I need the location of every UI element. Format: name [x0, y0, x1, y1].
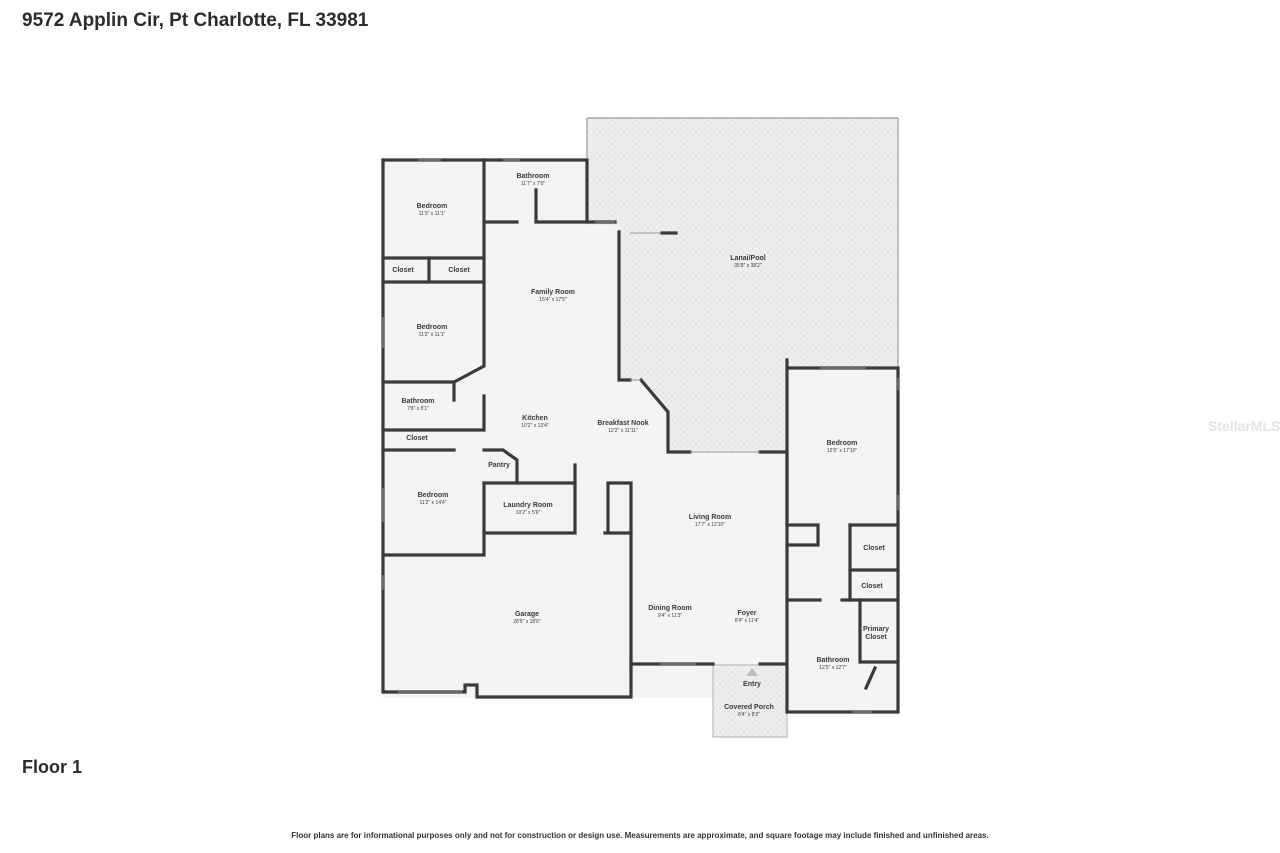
room-name: Closet: [448, 267, 470, 274]
room-name: Covered Porch: [724, 704, 774, 711]
room-name: Closet: [863, 545, 885, 552]
covered-porch-area: [712, 664, 788, 738]
room-name: Entry: [743, 681, 761, 688]
room-name: Bedroom: [417, 203, 448, 210]
lanai-screen: [586, 117, 899, 368]
room-name: Bedroom: [827, 440, 858, 447]
room-name: Closet: [406, 435, 428, 442]
room-dims: 12'5" x 12'7": [819, 665, 847, 671]
room-name: Bedroom: [417, 324, 448, 331]
room-dims: 8'4" x 11'4": [735, 618, 759, 624]
room-name: Family Room: [531, 289, 575, 296]
room-name: Closet: [865, 634, 887, 641]
room-dims: 35'8" x 38'2": [734, 263, 762, 269]
room-name: Bathroom: [816, 657, 849, 664]
interior-walls: [381, 158, 900, 691]
room-dims: 17'7" x 12'10": [695, 522, 725, 528]
room-name: Bathroom: [401, 398, 434, 405]
room-name: Closet: [861, 583, 883, 590]
room-dims: 11'2" x 14'4": [419, 500, 446, 506]
lanai-area: [587, 118, 898, 452]
property-address: 9572 Applin Cir, Pt Charlotte, FL 33981: [22, 10, 369, 31]
room-dims: 12'2" x 11'11": [608, 428, 638, 434]
room-dims: 28'5" x 18'6": [513, 619, 541, 625]
room-dims: 9'4" x 11'3": [658, 613, 682, 619]
floor-label: Floor 1: [22, 757, 83, 777]
window-marks: [382, 159, 899, 713]
room-dims: 8'4" x 8'2": [738, 712, 760, 718]
room-name: Breakfast Nook: [597, 420, 648, 427]
room-name: Primary: [863, 626, 889, 633]
room-dims: 11'7" x 7'0": [521, 181, 545, 187]
room-dims: 11'3" x 11'1": [419, 211, 446, 217]
room-name: Living Room: [689, 514, 731, 521]
room-name: Bedroom: [418, 492, 449, 499]
room-name: Pantry: [488, 462, 510, 469]
room-dims: 10'2" x 5'6": [516, 510, 541, 516]
disclaimer: Floor plans are for informational purpos…: [291, 831, 989, 840]
room-name: Dining Room: [648, 605, 692, 612]
room-name: Kitchen: [522, 415, 548, 422]
room-name: Closet: [392, 267, 414, 274]
room-name: Laundry Room: [503, 502, 552, 509]
room-name: Foyer: [737, 610, 756, 617]
room-dims: 15'4" x 17'5": [539, 297, 567, 303]
room-dims: 7'8" x 5'1": [407, 406, 429, 412]
room-dims: 12'5" x 17'10": [827, 448, 857, 454]
watermark: StellarMLS: [1208, 418, 1280, 434]
room-name: Lanai/Pool: [730, 255, 765, 262]
room-name: Bathroom: [516, 173, 549, 180]
room-dims: 10'2" x 13'4": [521, 423, 549, 429]
room-name: Garage: [515, 611, 539, 618]
east-wing-floor: [787, 368, 898, 712]
entry-arrow-icon: [746, 668, 758, 676]
room-dims: 11'2" x 11'1": [419, 332, 446, 338]
